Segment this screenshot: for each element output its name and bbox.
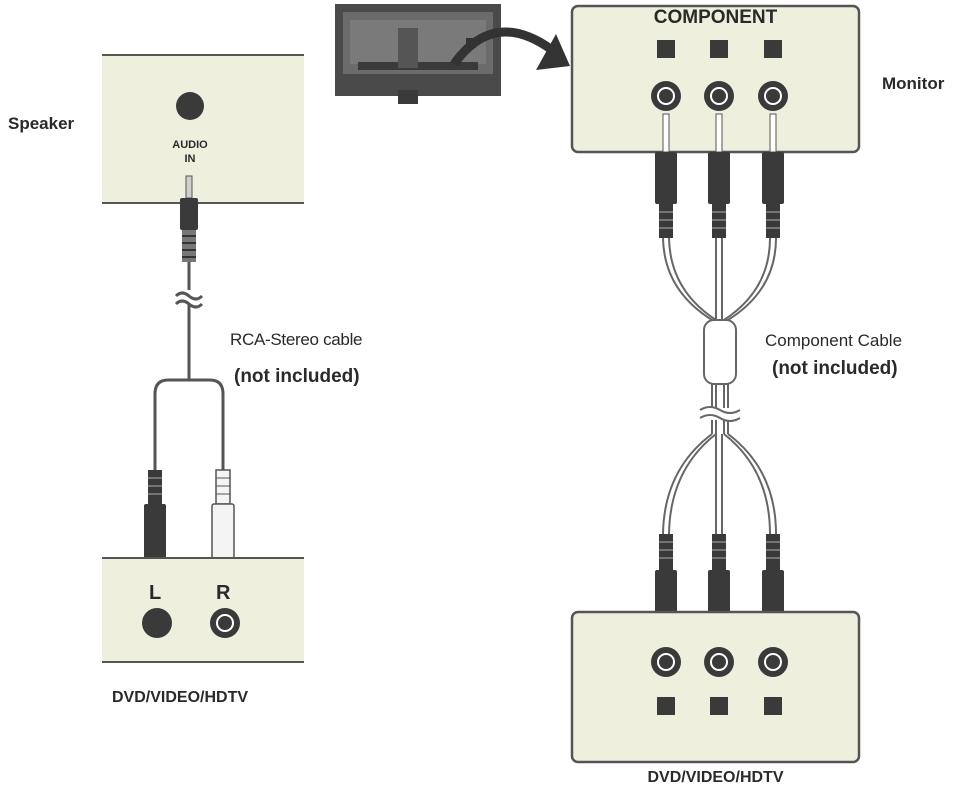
right-dvd-panel bbox=[570, 610, 861, 764]
component-cable-note: (not included) bbox=[772, 358, 898, 379]
audio-in-jack bbox=[176, 92, 204, 120]
monitor-component-panel bbox=[570, 4, 861, 154]
audio-l-jack bbox=[142, 608, 172, 638]
right-device-label: DVD/VIDEO/HDTV bbox=[647, 769, 784, 786]
left-device-label: DVD/VIDEO/HDTV bbox=[112, 689, 249, 706]
mini-jack-plug bbox=[180, 175, 198, 262]
audio-in-label-line2: IN bbox=[184, 153, 196, 165]
monitor-label: Monitor bbox=[882, 74, 945, 93]
component-cable-label: Component Cable bbox=[765, 331, 903, 350]
left-dvd-panel bbox=[102, 557, 304, 663]
rca-cable-note: (not included) bbox=[234, 366, 360, 387]
jack-right-label: R bbox=[216, 582, 231, 604]
component-title: COMPONENT bbox=[653, 7, 778, 28]
monitor-back-thumbnail bbox=[335, 4, 501, 104]
component-cable bbox=[662, 237, 777, 535]
audio-in-label-line1: AUDIO bbox=[172, 139, 208, 151]
speaker-panel bbox=[102, 54, 304, 204]
speaker-label: Speaker bbox=[8, 114, 75, 133]
rca-stereo-cable bbox=[153, 262, 225, 470]
arrow-icon bbox=[450, 27, 570, 70]
jack-left-label: L bbox=[149, 582, 162, 604]
component-plugs-top bbox=[655, 113, 784, 238]
rca-cable-label: RCA-Stereo cable bbox=[230, 330, 363, 349]
